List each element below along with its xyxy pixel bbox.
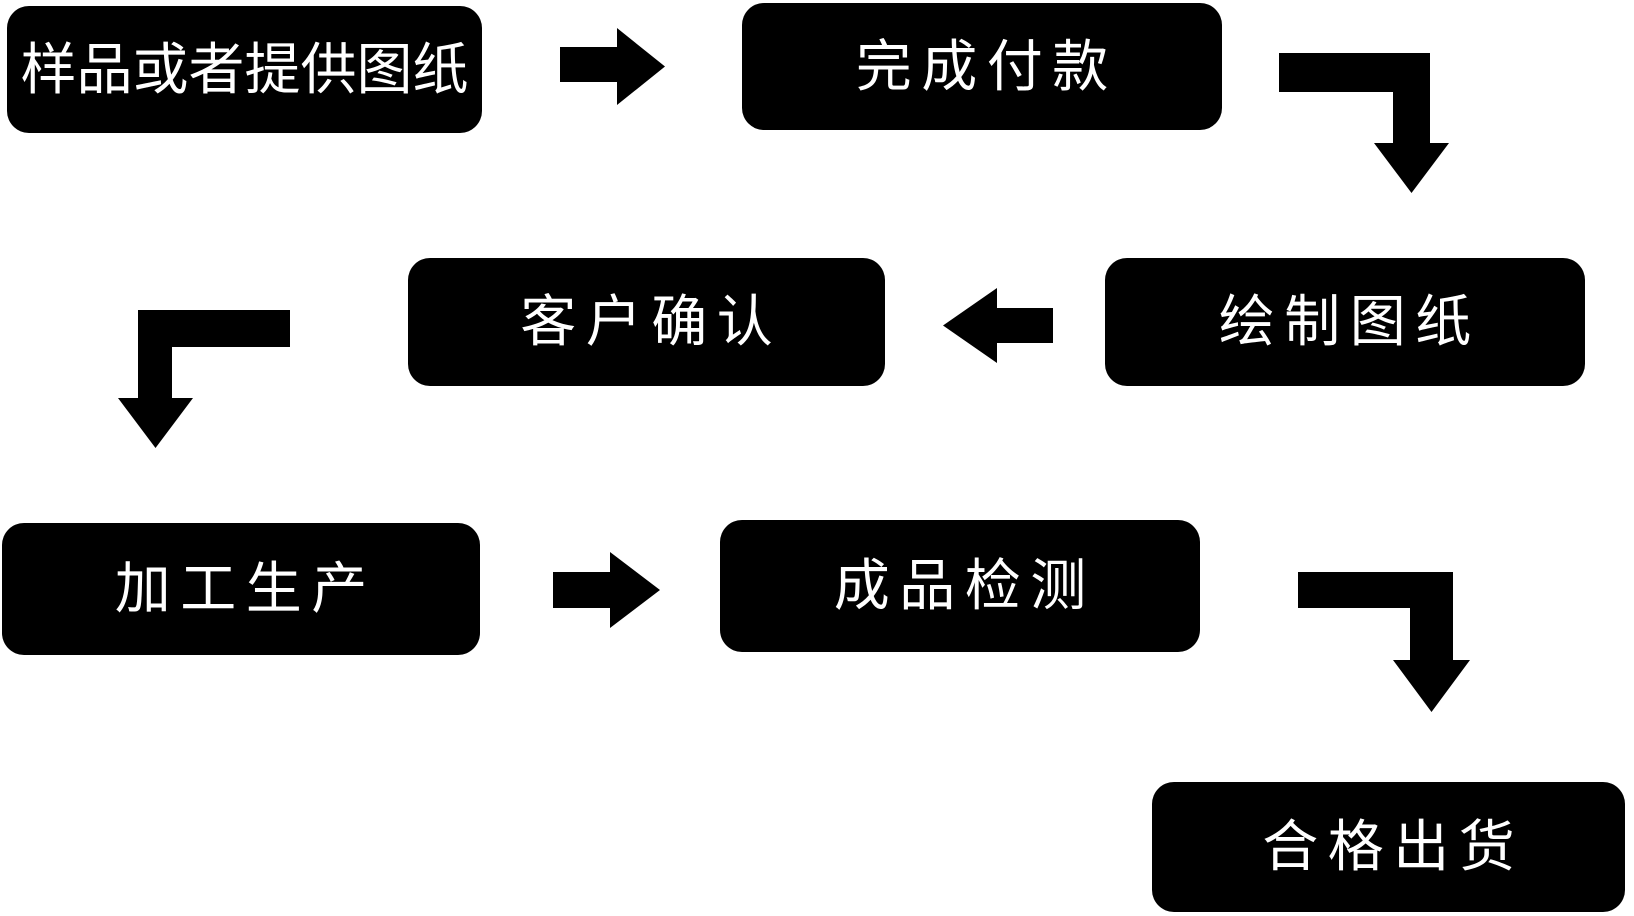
flow-node-label: 加工生产 (114, 557, 377, 620)
corner-down-arrow-icon (118, 310, 290, 448)
flow-node-customer-confirmation: 客户确认 (408, 258, 885, 386)
flow-node-label: 成品检测 (833, 554, 1096, 617)
flow-node-label: 完成付款 (855, 34, 1118, 98)
flow-node-processing-production: 加工生产 (2, 523, 480, 655)
flow-node-finished-product-inspection: 成品检测 (720, 520, 1200, 652)
left-arrow-icon (943, 288, 1053, 363)
flow-node-label: 样品或者提供图纸 (20, 37, 469, 101)
corner-down-arrow-icon (1298, 572, 1470, 712)
flow-node-sample-or-provide-drawings: 样品或者提供图纸 (7, 6, 482, 133)
flow-node-label: 客户确认 (520, 290, 783, 353)
corner-down-arrow-icon (1279, 53, 1449, 193)
flow-node-complete-payment: 完成付款 (742, 3, 1222, 130)
flow-node-label: 合格出货 (1262, 815, 1525, 878)
right-arrow-icon (553, 552, 660, 628)
flow-node-label: 绘制图纸 (1218, 290, 1481, 353)
right-arrow-icon (560, 28, 665, 105)
flow-node-draw-drawings: 绘制图纸 (1105, 258, 1585, 386)
flow-node-qualified-shipment: 合格出货 (1152, 782, 1625, 912)
